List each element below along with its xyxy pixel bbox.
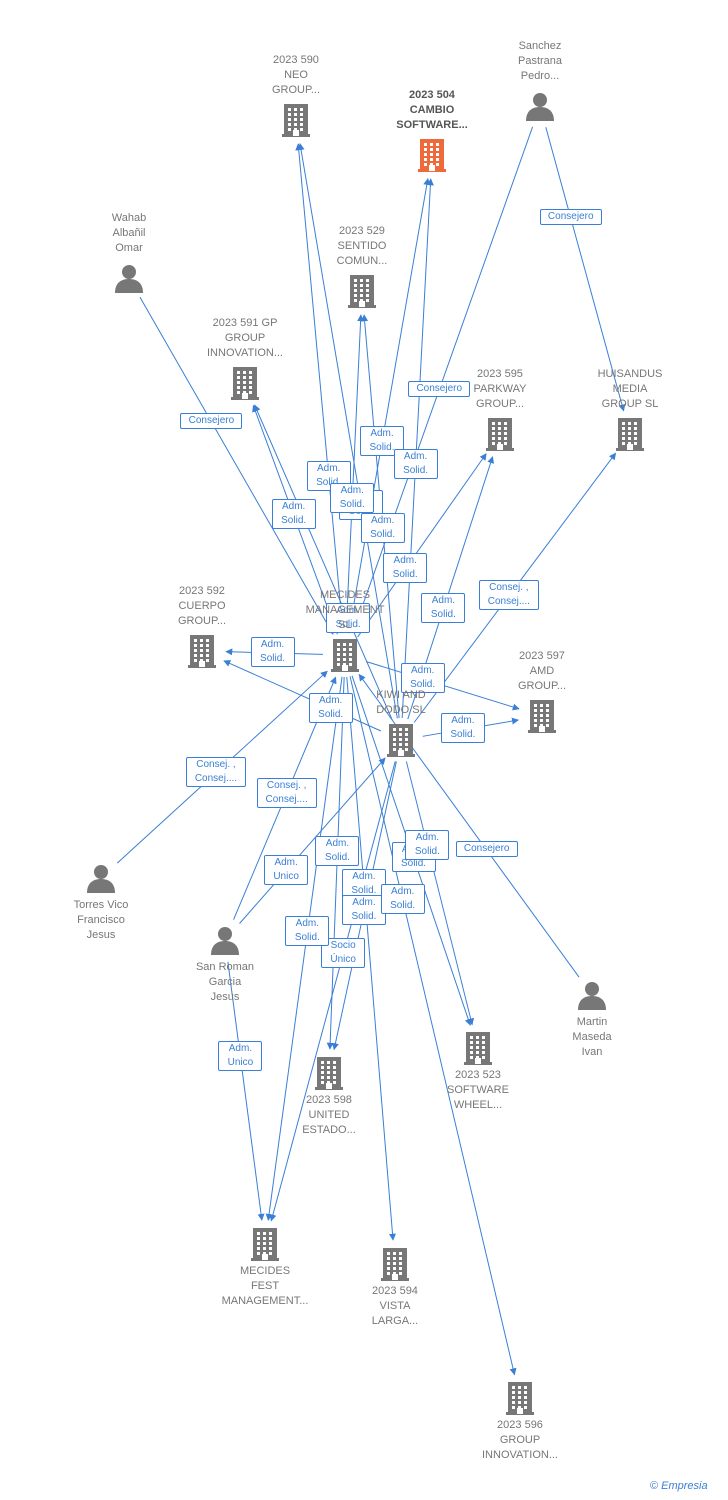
edge-label[interactable]: Socio Único — [321, 938, 366, 969]
node-label[interactable]: Torres Vico Francisco Jesus — [73, 899, 129, 941]
brand-name: Empresia — [661, 1480, 708, 1492]
copyright-icon: © — [650, 1480, 659, 1492]
company-building-icon[interactable] — [186, 633, 218, 674]
edge-label[interactable]: Adm. Solid. — [383, 553, 428, 584]
edge-line — [401, 178, 434, 719]
edge-label[interactable]: Adm. Solid. — [440, 713, 485, 744]
node-label[interactable]: 2023 590 NEO GROUP... — [271, 54, 321, 96]
node-label[interactable]: Sanchez Pastrana Pedro... — [517, 40, 563, 82]
edge-label[interactable]: Consejero — [539, 208, 602, 225]
edge-line — [351, 126, 534, 634]
edge-line — [405, 761, 475, 1026]
node-label[interactable]: Martin Maseda Ivan — [572, 1016, 612, 1058]
edge-label[interactable]: Adm. Solid. — [326, 603, 371, 634]
edge-label[interactable]: Consejero — [455, 841, 518, 858]
edge-label[interactable]: Adm. Solid. — [400, 663, 445, 694]
node-label[interactable]: Wahab Albañil Omar — [111, 212, 147, 254]
node-label[interactable]: 2023 504 CAMBIO SOFTWARE... — [396, 89, 468, 131]
person-icon[interactable] — [114, 263, 144, 298]
person-icon[interactable] — [577, 980, 607, 1015]
edge-line — [545, 127, 626, 412]
company-building-icon[interactable] — [526, 698, 558, 739]
node-label[interactable]: HUISANDUS MEDIA GROUP SL — [597, 368, 663, 410]
node-label[interactable]: 2023 594 VISTA LARGA... — [371, 1285, 419, 1327]
company-building-icon[interactable] — [329, 637, 361, 678]
company-building-icon[interactable] — [416, 137, 448, 178]
person-icon[interactable] — [86, 863, 116, 898]
edge-line — [346, 676, 397, 1241]
edge-line — [348, 177, 431, 634]
edge-line — [253, 404, 393, 721]
edge-line — [349, 676, 517, 1376]
node-label[interactable]: 2023 523 SOFTWARE WHEEL... — [447, 1069, 509, 1111]
node-label[interactable]: MECIDES FEST MANAGEMENT... — [221, 1265, 309, 1307]
edge-line — [223, 660, 382, 732]
edge-line — [269, 761, 396, 1222]
node-label[interactable]: 2023 596 GROUP INNOVATION... — [482, 1419, 558, 1461]
edge-line — [139, 296, 334, 635]
edge-label[interactable]: Consejero — [408, 380, 471, 397]
edge-label[interactable]: Adm. Unico — [264, 854, 309, 885]
node-label[interactable]: KIWI AND DODO SL — [376, 689, 426, 716]
company-building-icon[interactable] — [484, 416, 516, 457]
company-building-icon[interactable] — [280, 102, 312, 143]
edge-line — [265, 676, 343, 1221]
node-label[interactable]: MECIDES MANAGEMENT SL — [305, 589, 385, 631]
edge-label[interactable]: Adm. Solid. — [421, 592, 466, 623]
node-label[interactable]: 2023 592 CUERPO GROUP... — [177, 585, 227, 627]
company-building-icon[interactable] — [614, 416, 646, 457]
edge-label[interactable]: Consej. , Consej.... — [256, 777, 317, 808]
edge-label[interactable]: Consejero — [180, 412, 243, 429]
edge-label[interactable]: Adm. Solid. — [250, 636, 295, 667]
edge-label[interactable]: Adm. Solid. — [405, 829, 450, 860]
company-building-icon[interactable] — [313, 1055, 345, 1096]
edge-line — [227, 961, 265, 1221]
edge-label[interactable]: Consej. , Consej.... — [478, 579, 539, 610]
brand-watermark: ©Empresia — [650, 1480, 708, 1492]
node-label[interactable]: 2023 598 UNITED ESTADO... — [302, 1094, 356, 1136]
company-building-icon[interactable] — [385, 722, 417, 763]
edge-label[interactable]: Adm. Solid. — [380, 883, 425, 914]
edge-label[interactable]: Consej. , Consej.... — [185, 756, 246, 787]
node-label[interactable]: San Roman Garcia Jesus — [195, 961, 255, 1003]
edge-line — [345, 314, 365, 634]
company-building-icon[interactable] — [462, 1030, 494, 1071]
node-label[interactable]: 2023 591 GP GROUP INNOVATION... — [207, 317, 283, 359]
person-icon[interactable] — [210, 925, 240, 960]
edge-line — [357, 453, 487, 638]
node-label[interactable]: 2023 595 PARKWAY GROUP... — [473, 368, 527, 410]
edge-label[interactable]: Adm. Solid. — [393, 448, 438, 479]
edge-label[interactable]: Adm. Solid. — [330, 483, 375, 514]
edge-label[interactable]: Adm. Unico — [218, 1041, 263, 1072]
edge-line — [297, 142, 398, 719]
edge-label[interactable]: Adm. Solid. — [360, 512, 405, 543]
node-label[interactable]: 2023 597 AMD GROUP... — [517, 650, 567, 692]
company-building-icon[interactable] — [346, 273, 378, 314]
person-icon[interactable] — [525, 91, 555, 126]
edge-label[interactable]: Adm. Solid. — [341, 895, 386, 926]
edge-label[interactable]: Adm. Solid. — [315, 835, 360, 866]
edge-label[interactable]: Adm. Solid. — [306, 460, 351, 491]
edge-line — [239, 757, 386, 924]
company-building-icon[interactable] — [229, 365, 261, 406]
edge-label[interactable]: Adm. Solid. — [285, 916, 330, 947]
node-label[interactable]: 2023 529 SENTIDO COMUN... — [336, 225, 388, 267]
edge-label[interactable]: Adm. Solid. — [271, 499, 316, 530]
edge-line — [295, 143, 344, 634]
company-building-icon[interactable] — [504, 1380, 536, 1421]
company-building-icon[interactable] — [249, 1226, 281, 1267]
company-building-icon[interactable] — [379, 1246, 411, 1287]
edge-label[interactable]: Adm. Solid. — [308, 692, 353, 723]
